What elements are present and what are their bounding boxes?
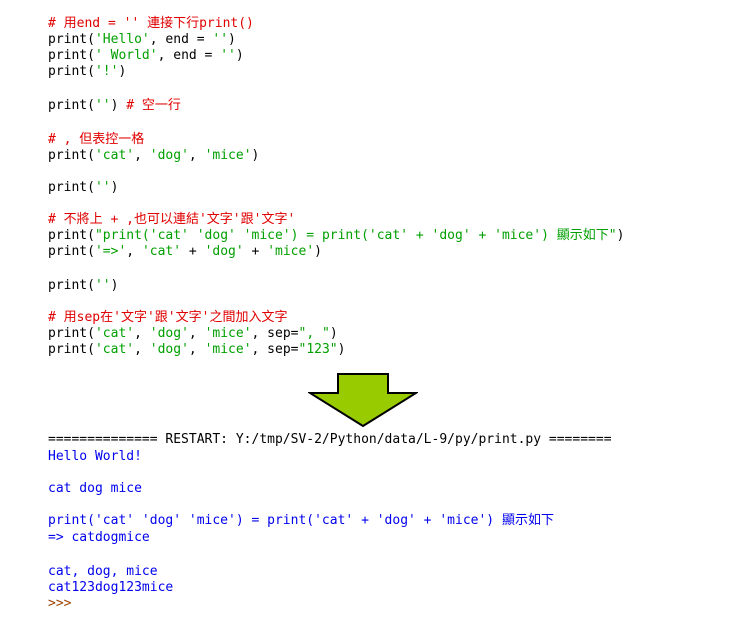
code-line: print(' World', end = '') xyxy=(48,48,244,64)
output-line: cat, dog, mice xyxy=(48,564,158,579)
code-token: print( xyxy=(48,98,95,113)
code-token: + xyxy=(181,244,205,259)
code-token: 'mice' xyxy=(204,326,252,341)
output-line: print('cat' 'dog' 'mice') = print('cat' … xyxy=(48,513,554,528)
code-token: # , 但表控一格 xyxy=(48,132,145,147)
code-token: 'Hello' xyxy=(94,32,150,47)
code-token: , end = xyxy=(149,32,213,47)
code-token: print( xyxy=(48,148,95,163)
code-token: , xyxy=(134,326,150,341)
code-token: 'dog' xyxy=(204,244,244,259)
code-token: print( xyxy=(48,32,95,47)
code-token: "123" xyxy=(298,342,338,357)
code-token: 'cat' xyxy=(94,148,135,163)
restart-banner: ============== RESTART: Y:/tmp/SV-2/Pyth… xyxy=(48,432,612,447)
code-token: , xyxy=(134,342,150,357)
code-line: print("print('cat' 'dog' 'mice') = print… xyxy=(48,228,624,244)
code-token: # 用end = '' 連接下行print() xyxy=(48,16,254,31)
output-line: cat dog mice xyxy=(48,481,142,496)
code-token: 'mice' xyxy=(204,342,252,357)
code-token: ) xyxy=(110,278,119,293)
code-token: '=>' xyxy=(94,244,127,259)
code-token: , end = xyxy=(157,48,221,63)
code-token: ) xyxy=(110,180,119,195)
code-token: , sep= xyxy=(251,342,299,357)
code-token: , xyxy=(126,244,142,259)
code-token: , sep= xyxy=(251,326,299,341)
code-token: '' xyxy=(94,278,111,293)
code-token: ) xyxy=(235,48,244,63)
code-token: 'cat' xyxy=(94,342,135,357)
code-line: # 不將上 + ,也可以連結'文字'跟'文字' xyxy=(48,212,295,228)
code-token: print( xyxy=(48,64,95,79)
code-token: # 不將上 + ,也可以連結'文字'跟'文字' xyxy=(48,212,296,227)
code-token: + xyxy=(243,244,268,259)
code-token: ) xyxy=(337,342,346,357)
code-line: print('cat', 'dog', 'mice', sep="123") xyxy=(48,342,345,358)
code-line: print('cat', 'dog', 'mice') xyxy=(48,148,259,164)
code-line: print('Hello', end = '') xyxy=(48,32,236,48)
code-token: print( xyxy=(48,180,95,195)
code-token: ) xyxy=(251,148,260,163)
code-token: '' xyxy=(94,98,111,113)
code-token: 'mice' xyxy=(204,148,252,163)
code-line: print('!') xyxy=(48,64,126,80)
code-line: print('') xyxy=(48,278,118,294)
code-token: 'dog' xyxy=(149,342,189,357)
code-token: ", " xyxy=(298,326,330,341)
code-token: '' xyxy=(220,48,236,63)
code-token: print( xyxy=(48,228,95,243)
code-token: ) xyxy=(110,98,127,113)
code-token: print( xyxy=(48,278,95,293)
output-line: => catdogmice xyxy=(48,530,150,545)
code-token: , xyxy=(188,342,205,357)
code-line: # 用end = '' 連接下行print() xyxy=(48,16,254,32)
code-token: 'dog' xyxy=(149,148,189,163)
code-token: 'cat' xyxy=(141,244,182,259)
code-token: # 空一行 xyxy=(126,98,181,113)
code-token: 'cat' xyxy=(94,326,135,341)
code-line: print('') # 空一行 xyxy=(48,98,181,114)
code-token: ) xyxy=(616,228,625,243)
code-line: # , 但表控一格 xyxy=(48,132,144,148)
code-token: ) xyxy=(314,244,322,259)
code-token: ) xyxy=(329,326,338,341)
code-token: 'mice' xyxy=(267,244,315,259)
code-token: , xyxy=(134,148,150,163)
code-token: , xyxy=(188,148,205,163)
code-token: ) xyxy=(228,32,236,47)
code-token: '' xyxy=(94,180,111,195)
code-token: "print('cat' 'dog' 'mice') = print('cat'… xyxy=(94,228,617,243)
code-line: print('cat', 'dog', 'mice', sep=", ") xyxy=(48,326,338,342)
shell-prompt[interactable]: >>> xyxy=(48,596,72,611)
code-token: '' xyxy=(212,32,229,47)
code-token: ) xyxy=(118,64,127,79)
down-arrow-icon xyxy=(308,373,418,427)
code-line: # 用sep在'文字'跟'文字'之間加入文字 xyxy=(48,310,287,326)
code-token: print( xyxy=(48,48,95,63)
code-token: , xyxy=(188,326,205,341)
code-token: # 用sep在'文字'跟'文字'之間加入文字 xyxy=(48,310,288,325)
code-token: '!' xyxy=(94,64,119,79)
output-line: Hello World! xyxy=(48,449,142,464)
code-token: print( xyxy=(48,342,95,357)
code-token: 'dog' xyxy=(149,326,189,341)
code-line: print('') xyxy=(48,180,118,196)
code-token: print( xyxy=(48,326,95,341)
code-token: print( xyxy=(48,244,95,259)
code-token: ' World' xyxy=(94,48,158,63)
code-line: print('=>', 'cat' + 'dog' + 'mice') xyxy=(48,244,322,260)
output-line: cat123dog123mice xyxy=(48,580,174,595)
